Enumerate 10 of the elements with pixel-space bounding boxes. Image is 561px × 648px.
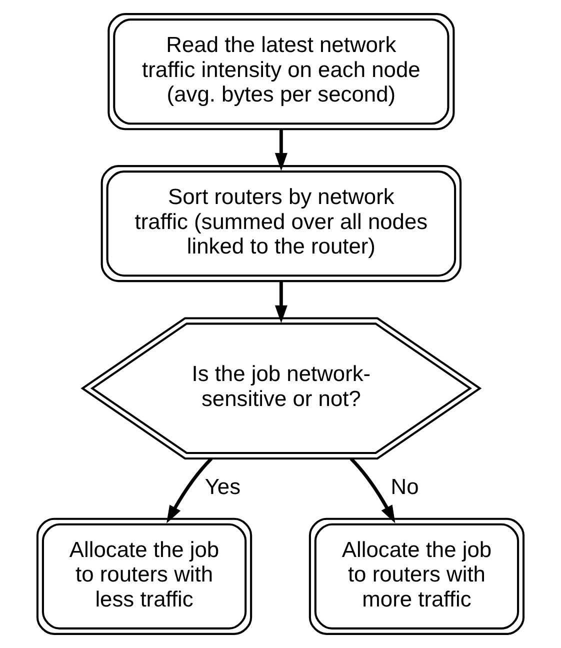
node-box: Allocate the job to routers with more traffic [308,518,525,635]
node-box: Allocate the job to routers with less traffic [36,518,252,635]
edge-label: Yes [204,474,241,499]
node-box: Sort routers by network traffic (summed over all nodes linked to the router) [100,165,462,282]
edge-label: No [390,474,419,499]
arrow [274,281,288,324]
arrow [166,457,213,524]
node-box: Read the latest network traffic intensity on each node (avg. bytes per second) [108,13,455,130]
arrow [274,129,288,171]
arrow [350,457,396,524]
